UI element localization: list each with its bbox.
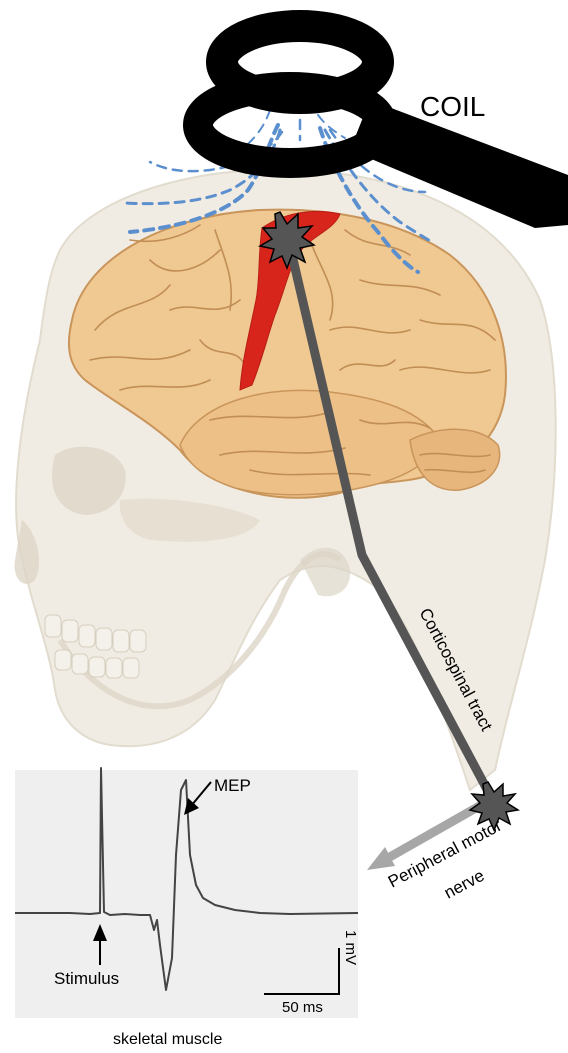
nerve-label-line2: nerve bbox=[441, 866, 487, 903]
coil-upper-loop bbox=[222, 26, 378, 98]
muscle-label: skeletal muscle bbox=[113, 1031, 222, 1048]
nerve-arrowhead-icon bbox=[367, 847, 395, 870]
nerve-site-starburst-icon bbox=[470, 782, 518, 830]
stimulus-label: Stimulus bbox=[54, 969, 119, 988]
scale-voltage-label: 1 mV bbox=[342, 930, 359, 965]
coil-label: COIL bbox=[420, 91, 485, 122]
scale-time-label: 50 ms bbox=[282, 999, 323, 1016]
mastoid bbox=[300, 548, 350, 597]
mep-label: MEP bbox=[214, 776, 251, 795]
